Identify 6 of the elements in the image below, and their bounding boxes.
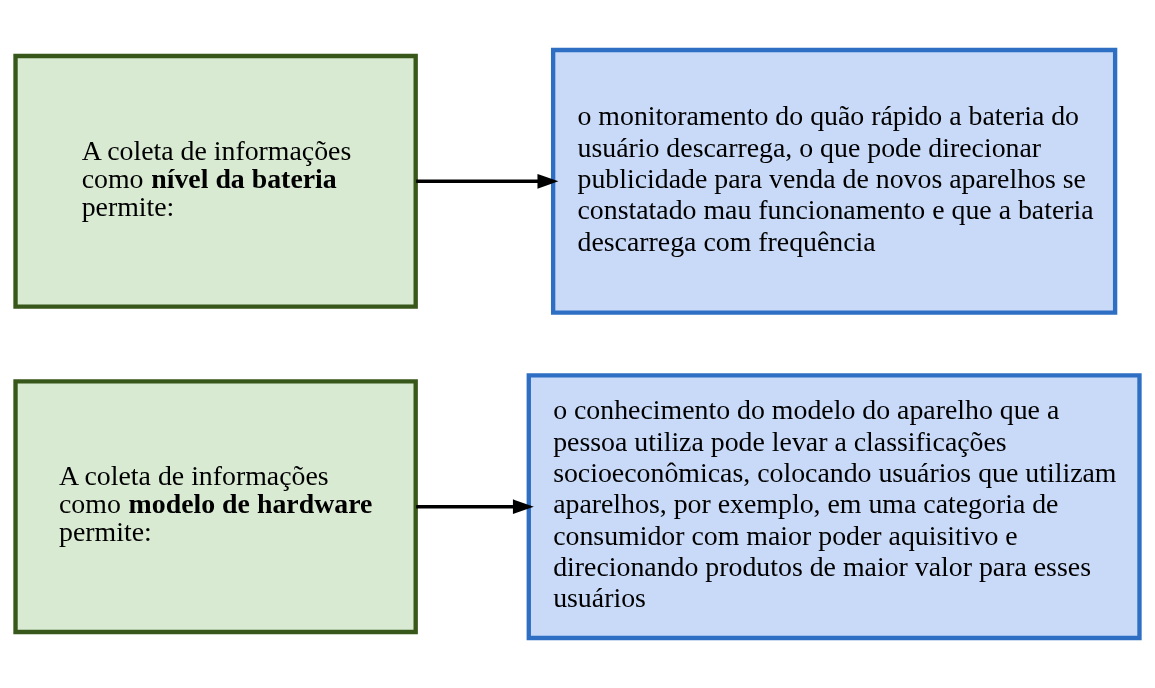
arrow	[416, 174, 559, 189]
node-box: o monitoramento do quão rápido a bateria do usuário descarrega, o que pode direcionar publicidade para venda de novos aparelhos se constatado mau funcionamento e que a bateria descarrega com frequência	[550, 47, 1118, 315]
arrow	[416, 499, 534, 514]
node-box: o conhecimento do modelo do aparelho que a pessoa utiliza pode levar a classificações socioeconômicas, colocando usuários que utilizam aparelhos, por exemplo, em uma categoria de consumidor com maior poder aquisitivo e direcionando produtos de maior valor para esses usuários	[526, 373, 1142, 641]
node-box: A coleta de informações como modelo de hardware permite:	[13, 379, 418, 635]
node-box: A coleta de informações como nível da bateria permite:	[13, 53, 418, 309]
